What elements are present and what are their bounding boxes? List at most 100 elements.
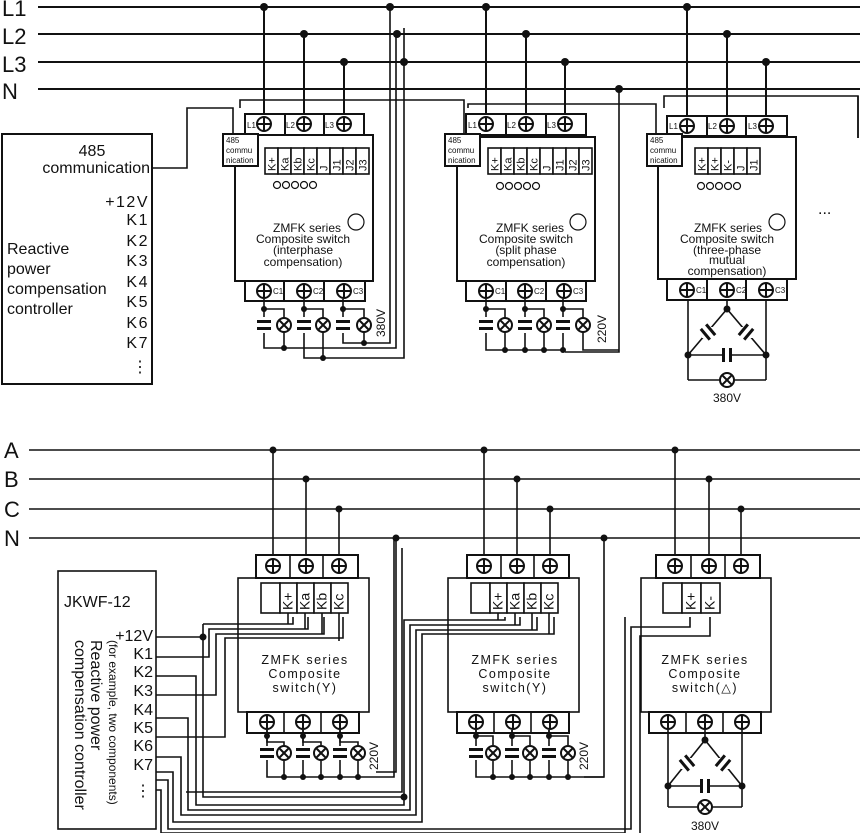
more-switches-ellipsis: ... [818, 201, 831, 218]
switch-title-line-2: Composite [668, 667, 741, 681]
terminal-c1-label: C1 [696, 286, 707, 295]
switch-title-line-5: compensation) [688, 264, 767, 278]
capacitor-icon [479, 320, 493, 330]
control-terminal-label: Kc [306, 158, 318, 171]
controller-comm-label-2: communication [42, 160, 150, 177]
control-wiring [156, 534, 711, 833]
screw-terminal-icon [332, 714, 348, 730]
lamp-icon [356, 317, 372, 333]
capacitor-bank [479, 299, 619, 353]
capacitor-icon [333, 748, 347, 758]
comm-port-label: 485 [650, 136, 664, 145]
capacitor-icon [505, 748, 519, 758]
screw-terminal-icon [679, 118, 695, 134]
switch-title-line-2: Composite [268, 667, 341, 681]
terminal-l1-label: L1 [468, 121, 477, 130]
screw-terminal-icon [256, 116, 272, 132]
capacitor-icon [296, 748, 310, 758]
delta-capacitor-bank [684, 300, 770, 388]
screw-terminal-icon [701, 558, 717, 574]
voltage-label: 220V [577, 742, 591, 770]
capacitor-icon [518, 320, 532, 330]
controller-output-k4: K4 [126, 274, 149, 291]
screw-terminal-icon [517, 283, 533, 299]
bottom-switch-3: K+K- ZMFK series Composite switch(△) [640, 446, 772, 833]
controller-output-terminals: K1 K2 K3 K4 K5 K6 K7 ⋮ [126, 212, 149, 376]
screw-terminal-icon [331, 558, 347, 574]
control-terminal-label: J [319, 166, 331, 172]
switch-title-line-1: ZMFK series [273, 221, 341, 235]
control-terminal-label: J1 [555, 159, 567, 171]
indicator-icon [347, 213, 365, 231]
capacitor-icon [556, 320, 570, 330]
controller-name-line-2: power [7, 261, 51, 278]
screw-terminal-icon [667, 558, 683, 574]
controller-output-k3: K3 [126, 253, 149, 270]
controller-output-ellipsis: ⋮ [135, 783, 151, 800]
lamp-icon [719, 372, 735, 388]
voltage-label: 380V [713, 391, 741, 405]
screw-terminal-icon [509, 558, 525, 574]
lamp-icon [276, 317, 292, 333]
terminal-c2-label: C2 [534, 287, 545, 296]
terminal-l3-label: L3 [325, 121, 334, 130]
control-terminal-label: Kb [516, 158, 528, 171]
lamp-icon [497, 317, 513, 333]
terminal-c2-label: C2 [313, 287, 324, 296]
control-terminal-cell [700, 582, 721, 614]
capacitor-icon [297, 320, 311, 330]
controller-name-line-4: controller [7, 301, 73, 318]
switch-title-line-4: compensation) [264, 255, 343, 269]
top-section: L1 L2 L3 N 485 communication +12V K1 K2 … [1, 0, 860, 405]
controller-output-k6: K6 [126, 315, 149, 332]
screw-terminal-icon [336, 283, 352, 299]
controller-power-terminal: +12V [115, 628, 153, 645]
voltage-label: 220V [595, 315, 609, 343]
switch-title-line-2: Composite switch [479, 232, 573, 246]
control-terminal-label: Kb [293, 158, 305, 171]
comm-port-485 [444, 133, 481, 167]
bus-label-l1: L1 [2, 0, 26, 21]
controller-output-k2: K2 [133, 664, 153, 681]
comm-wire-485-chain [239, 99, 465, 134]
comm-port-label: 485 [226, 136, 240, 145]
control-terminal-label: J2 [345, 159, 357, 171]
screw-terminal-icon [518, 116, 534, 132]
screw-terminal-icon [259, 714, 275, 730]
comm-port-label: 485 [448, 136, 462, 145]
control-terminal-label: J1 [332, 159, 344, 171]
comm-wire-485 [152, 107, 234, 169]
voltage-label: 380V [374, 309, 388, 337]
terminal-l3-label: L3 [547, 121, 556, 130]
switch-title-line-1: ZMFK series [261, 653, 348, 667]
switch-title-line-1: ZMFK series [496, 221, 564, 235]
bottom-section: A B C N JKWF-12 +12V K1 K2 K3 K4 K5 K6 K… [4, 438, 860, 833]
comm-port-label: commu [650, 146, 676, 155]
comm-port-485 [646, 133, 683, 167]
status-leds [696, 181, 742, 191]
comm-wire-485-chain-2 [467, 103, 657, 134]
control-terminal-label: Kc [541, 594, 557, 610]
control-terminal-label: K- [702, 596, 718, 610]
terminal-l1-label: L1 [247, 121, 256, 130]
controller-output-k1: K1 [133, 646, 153, 663]
bus-label-c: C [4, 497, 20, 522]
screw-terminal-icon [256, 283, 272, 299]
screw-terminal-icon [468, 714, 484, 730]
controller-box [1, 133, 153, 385]
switch-title-line-3: switch(Y) [483, 681, 548, 695]
capacitor-icon [542, 748, 556, 758]
screw-terminal-icon [734, 714, 750, 730]
controller-output-k2: K2 [126, 233, 149, 250]
screw-terminal-icon [679, 282, 695, 298]
indicator-icon [569, 213, 587, 231]
lamp-icon [536, 317, 552, 333]
bus-label-l3: L3 [2, 52, 26, 77]
lamp-icon [697, 799, 713, 815]
screw-terminal-icon [556, 283, 572, 299]
lamp-icon [522, 745, 538, 761]
control-terminal-label: J [736, 166, 748, 172]
